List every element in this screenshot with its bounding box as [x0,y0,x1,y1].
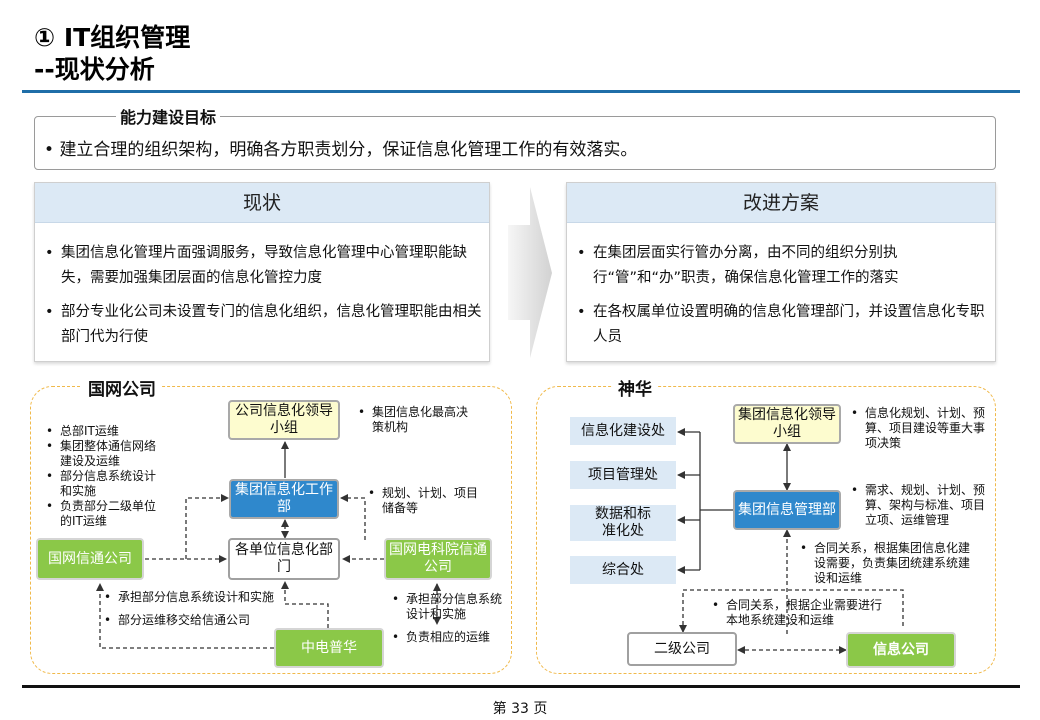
shenhua-dept-3-node: 数据和标准化处 [570,505,676,541]
shenhua-title: 神华 [612,375,658,400]
shenhua-dept-1-node: 信息化建设处 [570,417,676,445]
shenhua-dept-4-node: 综合处 [570,556,676,584]
improve-panel-title: 改进方案 [567,183,995,223]
arrow-right-icon [508,187,552,358]
sgcc-puhua-node: 中电普华 [274,628,384,668]
shenhua-contract2-note: 合同关系，根据企业需要进行本地系统建设和运维 [712,598,888,628]
shenhua-info-node: 信息公司 [846,632,956,668]
shenhua-mgmt-note-1: 需求、规划、计划、预算、架构与标准、项目立项、运维管理 [851,483,991,528]
sgcc-leader-note: 集团信息化最高决策机构 [358,405,468,435]
sgcc-puhua-left-note: 承担部分信息系统设计和实施 部分运维移交给信通公司 [104,590,274,628]
sgcc-region [30,386,512,674]
sgcc-left-note: 总部IT运维 集团整体通信网络建设及运维 部分信息系统设计和实施 负责部分二级单… [46,424,164,529]
current-bullet-1: 集团信息化管理片面强调服务，导致信息化管理中心管理职能缺失，需要加强集团层面的信… [43,241,483,291]
shenhua-mgmt-note: 需求、规划、计划、预算、架构与标准、项目立项、运维管理 [851,483,991,528]
sgcc-epri-node: 国网电科院信通公司 [384,538,492,580]
shenhua-region [536,386,996,674]
sgcc-work-note: 规划、计划、项目储备等 [368,486,488,516]
current-panel: 现状 集团信息化管理片面强调服务，导致信息化管理中心管理职能缺失，需要加强集团层… [34,182,490,362]
page-number: 第 33 页 [492,701,548,717]
page-title-line1: ① IT组织管理 [34,23,191,52]
current-bullets: 集团信息化管理片面强调服务，导致信息化管理中心管理职能缺失，需要加强集团层面的信… [43,241,483,359]
current-bullet-2: 部分专业化公司未设置专门的信息化组织，信息化管理职能由相关部门代为行使 [43,300,483,350]
sgcc-work-node: 集团信息化工作部 [229,479,339,519]
shenhua-contract1-note: 合同关系，根据集团信息化建设需要，负责集团统建系统建设和运维 [800,541,970,586]
sgcc-left-note-3: 部分信息系统设计和实施 [46,469,164,499]
shenhua-leader-node: 集团信息化领导小组 [733,404,841,444]
sgcc-left-note-4: 负责部分二级单位的IT运维 [46,499,164,529]
shenhua-leader-note-1: 信息化规划、计划、预算、项目建设等重大事项决策 [851,406,987,451]
shenhua-contract2-note-1: 合同关系，根据企业需要进行本地系统建设和运维 [712,598,888,628]
shenhua-dept-2-node: 项目管理处 [570,461,676,489]
sgcc-work-note-1: 规划、计划、项目储备等 [368,486,488,516]
shenhua-sub-node: 二级公司 [627,632,737,666]
sgcc-title: 国网公司 [82,375,162,400]
sgcc-leader-node: 公司信息化领导小组 [228,400,340,440]
sgcc-puhua-left-note-2: 部分运维移交给信通公司 [104,613,274,628]
sgcc-puhua-left-note-1: 承担部分信息系统设计和实施 [104,590,274,605]
page-title-line2: --现状分析 [34,55,155,84]
footer-rule [22,685,1020,688]
sgcc-unit-node: 各单位信息化部门 [228,538,340,580]
sgcc-puhua-right-note-2: 负责相应的运维 [392,630,504,645]
sgcc-left-note-1: 总部IT运维 [46,424,164,439]
improve-panel: 改进方案 在集团层面实行管办分离，由不同的组织分别执行“管”和“办”职责，确保信… [566,182,996,362]
sgcc-leader-note-1: 集团信息化最高决策机构 [358,405,468,435]
sgcc-left-note-2: 集团整体通信网络建设及运维 [46,439,164,469]
goal-label: 能力建设目标 [116,104,221,128]
goal-text-content: 建立合理的组织架构，明确各方职责划分，保证信息化管理工作的有效落实。 [59,140,638,160]
header-rule [22,90,1020,93]
shenhua-contract1-note-1: 合同关系，根据集团信息化建设需要，负责集团统建系统建设和运维 [800,541,970,586]
goal-text: • 建立合理的组织架构，明确各方职责划分，保证信息化管理工作的有效落实。 [44,140,638,160]
improve-bullet-1: 在集团层面实行管办分离，由不同的组织分别执行“管”和“办”职责，确保信息化管理工… [575,241,991,291]
shenhua-leader-note: 信息化规划、计划、预算、项目建设等重大事项决策 [851,406,987,451]
page-title: ① IT组织管理 --现状分析 [34,22,190,86]
shenhua-mgmt-node: 集团信息管理部 [733,490,841,530]
sgcc-puhua-right-note-1: 承担部分信息系统设计和实施 [392,592,504,622]
sgcc-puhua-right-note: 承担部分信息系统设计和实施 负责相应的运维 [392,592,504,645]
improve-bullets: 在集团层面实行管办分离，由不同的组织分别执行“管”和“办”职责，确保信息化管理工… [575,241,991,359]
improve-bullet-2: 在各权属单位设置明确的信息化管理部门，并设置信息化专职人员 [575,300,991,350]
current-panel-title: 现状 [35,183,489,223]
sgcc-sgit-node: 国网信通公司 [36,538,144,580]
